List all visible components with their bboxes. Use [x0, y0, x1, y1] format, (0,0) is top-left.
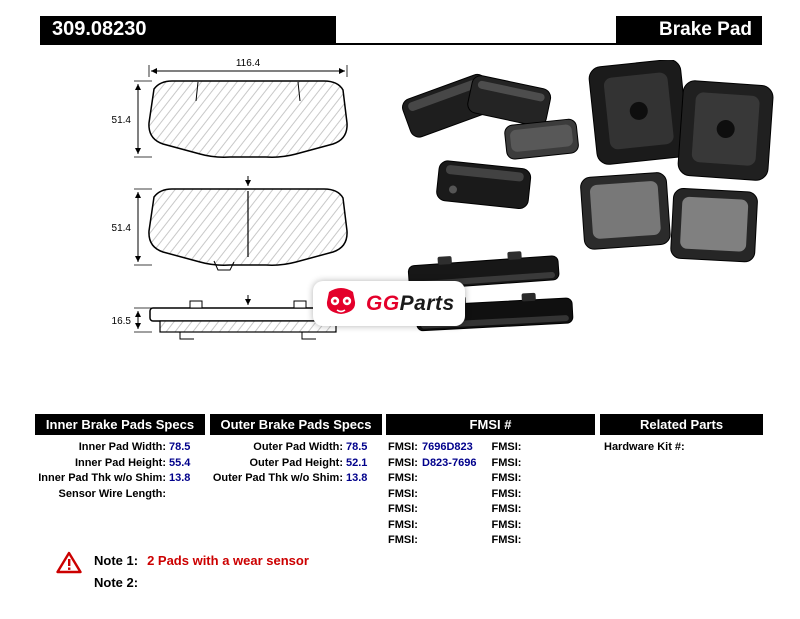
fmsi-cell: FMSI: [492, 487, 596, 503]
part-number: 309.08230 [40, 16, 336, 43]
dimension-height-2: 51.4 [112, 223, 132, 234]
fmsi-label: FMSI: [388, 441, 418, 453]
front-pad-photo [504, 118, 579, 160]
fmsi-header: FMSI # [386, 414, 595, 435]
fmsi-cell: FMSI: [388, 471, 492, 487]
fmsi-cell: FMSI: [492, 471, 596, 487]
fmsi-cell: FMSI: [492, 502, 596, 518]
product-type: Brake Pad [616, 16, 762, 43]
dimension-width: 116.4 [236, 58, 261, 69]
spec-row: Outer Pad Height: 52.1 [210, 456, 382, 472]
fmsi-cell: FMSI: [388, 502, 492, 518]
dimension-thickness: 16.5 [112, 316, 132, 327]
fmsi-column: FMSI: 7696D823 FMSI: FMSI: D823-7696 FMS… [388, 440, 595, 549]
fmsi-label: FMSI: [491, 534, 522, 546]
spec-value [169, 487, 205, 503]
front-pad-photo [467, 75, 552, 127]
fmsi-label: FMSI: [491, 441, 522, 453]
fmsi-cell: FMSI: D823-7696 [388, 456, 492, 472]
inner-specs-header: Inner Brake Pads Specs [35, 414, 205, 435]
fmsi-label: FMSI: [388, 534, 418, 546]
fmsi-value: 7696D823 [422, 441, 473, 453]
inner-specs-column: Inner Pad Width: 78.5 Inner Pad Height: … [35, 440, 205, 502]
header-divider [40, 43, 762, 45]
spec-label: Outer Pad Width: [253, 441, 343, 453]
spec-row: Outer Pad Thk w/o Shim: 13.8 [210, 471, 382, 487]
brand-name: GGParts [366, 292, 455, 316]
fmsi-cell: FMSI: [388, 518, 492, 534]
outer-specs-column: Outer Pad Width: 78.5 Outer Pad Height: … [210, 440, 382, 487]
fmsi-label: FMSI: [491, 503, 522, 515]
spec-row: Inner Pad Thk w/o Shim: 13.8 [35, 471, 205, 487]
fmsi-label: FMSI: [491, 456, 522, 469]
fmsi-row: FMSI: D823-7696 FMSI: [388, 456, 595, 472]
spec-label: Outer Pad Thk w/o Shim: [212, 472, 343, 484]
spec-label: Sensor Wire Length: [58, 487, 166, 500]
fmsi-cell: FMSI: [492, 456, 596, 472]
front-pad-photo [436, 160, 532, 210]
note-2-label: Note 2: [94, 575, 139, 590]
fmsi-label: FMSI: [491, 472, 522, 484]
technical-drawing: 116.4 51.4 51.4 16.5 [112, 58, 348, 340]
outer-pad-drawing [148, 80, 348, 158]
brand-name-gg: GG [366, 291, 400, 315]
spec-value: 13.8 [346, 472, 368, 484]
spec-label: Inner Pad Thk w/o Shim: [38, 472, 166, 484]
fmsi-label: FMSI: [388, 487, 418, 500]
spec-row: Inner Pad Width: 78.5 [35, 440, 205, 456]
fmsi-label: FMSI: [491, 487, 522, 500]
brand-name-parts: Parts [399, 291, 455, 315]
rear-pad-photo [677, 80, 774, 181]
fmsi-cell: FMSI: [492, 440, 596, 456]
note-2: Note 2: [94, 575, 147, 590]
fmsi-cell: FMSI: [492, 533, 596, 549]
spec-value: 78.5 [169, 441, 191, 453]
fmsi-label: FMSI: [491, 518, 522, 531]
fmsi-row: FMSI: 7696D823 FMSI: [388, 440, 595, 456]
dimension-height-1: 51.4 [112, 115, 132, 126]
fmsi-cell: FMSI: [492, 518, 596, 534]
spec-label: Inner Pad Width: [78, 441, 166, 453]
spec-row: Inner Pad Height: 55.4 [35, 456, 205, 472]
spec-row: Sensor Wire Length: [35, 487, 205, 503]
rear-pad-friction-photo [580, 172, 671, 250]
related-label: Hardware Kit #: [604, 441, 685, 453]
spec-value: 52.1 [346, 456, 368, 469]
note-1: Note 1: 2 Pads with a wear sensor [94, 553, 309, 568]
fmsi-row: FMSI: FMSI: [388, 487, 595, 503]
spec-value: 78.5 [346, 441, 368, 453]
note-1-label: Note 1: [94, 553, 139, 568]
spec-label: Inner Pad Height: [74, 456, 166, 469]
fmsi-row: FMSI: FMSI: [388, 518, 595, 534]
edge-view-lining [159, 320, 337, 333]
fmsi-label: FMSI: [388, 503, 418, 515]
fmsi-row: FMSI: FMSI: [388, 502, 595, 518]
related-row: Hardware Kit #: [604, 440, 764, 456]
fmsi-cell: FMSI: [388, 487, 492, 503]
fmsi-row: FMSI: FMSI: [388, 471, 595, 487]
fmsi-value: D823-7696 [422, 456, 477, 469]
fmsi-row: FMSI: FMSI: [388, 533, 595, 549]
brand-logo: GGParts [313, 281, 465, 326]
spec-value: 55.4 [169, 456, 191, 469]
related-parts-column: Hardware Kit #: [604, 440, 764, 456]
fmsi-label: FMSI: [388, 456, 418, 469]
spec-label: Outer Pad Height: [249, 456, 343, 469]
warning-icon [56, 551, 82, 574]
fmsi-cell: FMSI: [388, 533, 492, 549]
spec-row: Outer Pad Width: 78.5 [210, 440, 382, 456]
note-1-text: 2 Pads with a wear sensor [147, 553, 309, 568]
rear-pad-friction-photo [670, 188, 758, 263]
product-photos [402, 60, 774, 332]
related-parts-header: Related Parts [600, 414, 763, 435]
fmsi-label: FMSI: [388, 518, 418, 531]
spec-value: 13.8 [169, 472, 191, 484]
fmsi-cell: FMSI: 7696D823 [388, 440, 492, 456]
rear-pad-photo [588, 60, 690, 165]
fmsi-label: FMSI: [388, 472, 418, 484]
brand-mascot-icon [326, 287, 356, 314]
outer-specs-header: Outer Brake Pads Specs [210, 414, 382, 435]
